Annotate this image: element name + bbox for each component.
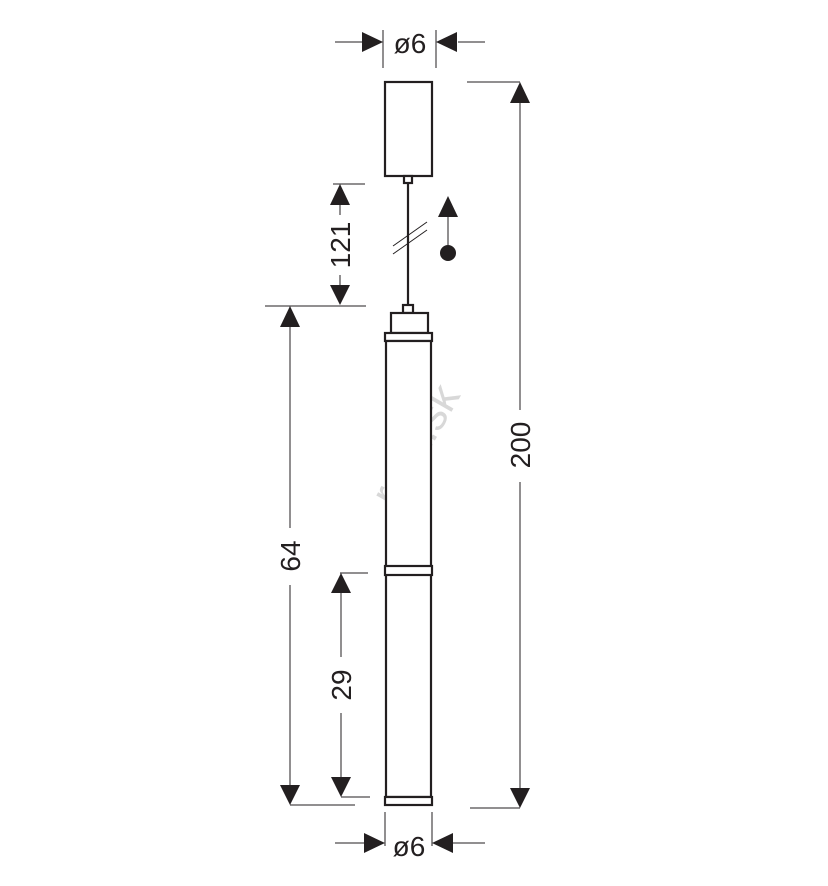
arrow-left-icon (432, 833, 453, 853)
height-adjustable-icon (438, 196, 458, 261)
segment-length-dimension: 29 (326, 572, 370, 798)
arrow-right-icon (364, 833, 385, 853)
arrow-left-icon (436, 32, 457, 52)
cable-break-mark (392, 229, 428, 255)
total-height-dimension: 200 (467, 81, 536, 809)
top-diameter-label: ø6 (394, 28, 427, 59)
cable-length-dimension: 121 (325, 183, 365, 305)
body-length-label: 64 (275, 540, 306, 571)
top-diameter-dimension: ø6 (335, 28, 485, 68)
segment-length-label: 29 (326, 669, 357, 700)
body-length-dimension: 64 (265, 305, 366, 806)
arrow-right-icon (362, 32, 383, 52)
total-height-label: 200 (505, 422, 536, 469)
cable-break-mark (392, 221, 428, 247)
bottom-diameter-dimension: ø6 (335, 812, 485, 862)
ceiling-canopy (383, 80, 434, 178)
lamp-body (383, 303, 434, 807)
bottom-diameter-label: ø6 (393, 831, 426, 862)
cable-length-label: 121 (325, 222, 356, 269)
canopy-connector (402, 174, 414, 185)
